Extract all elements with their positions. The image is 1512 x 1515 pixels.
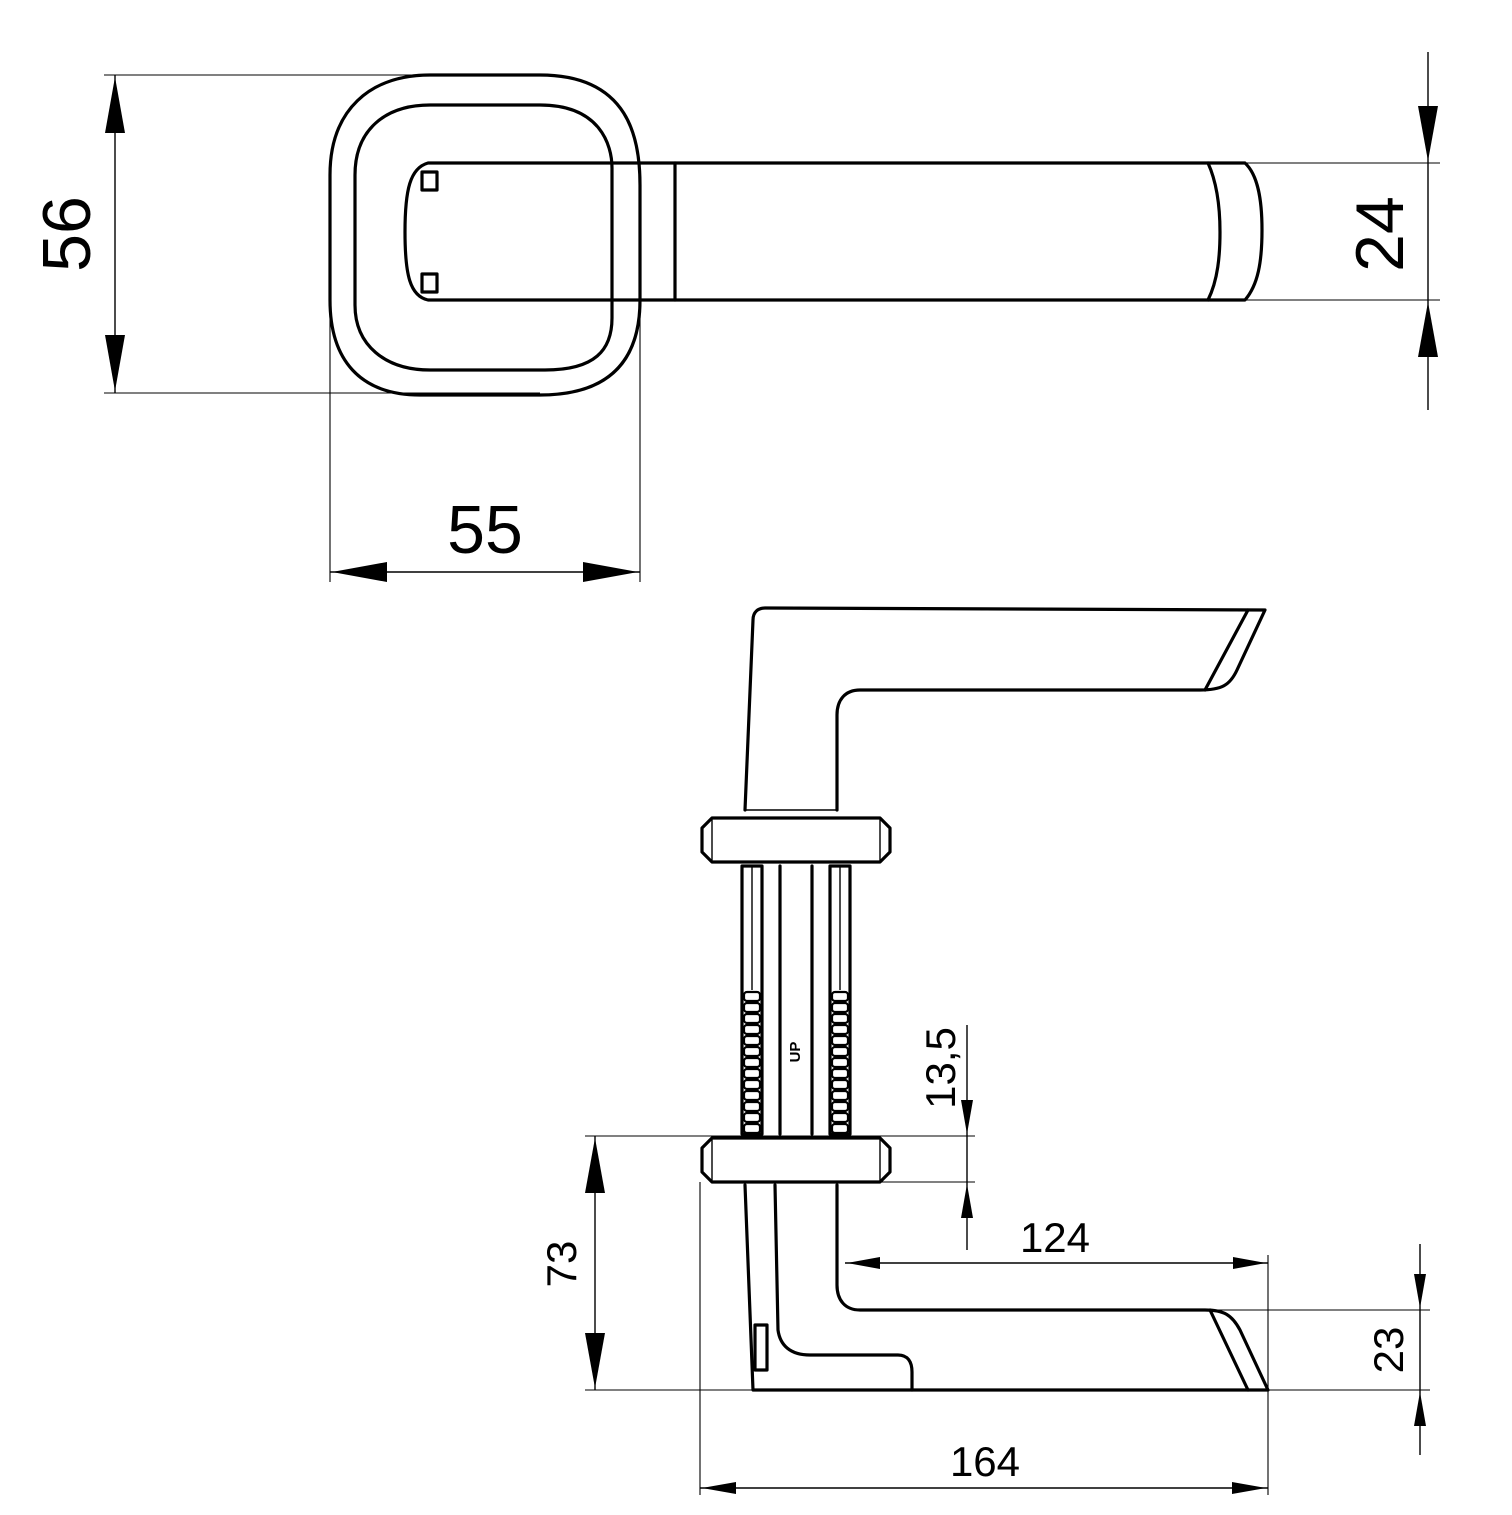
- spindle-bead: [830, 1089, 850, 1102]
- spindle-bead: [742, 1012, 762, 1025]
- spindle-bead: [830, 1045, 850, 1058]
- rose-inner-outline: [353, 103, 614, 372]
- spindle-bead: [742, 1078, 762, 1091]
- neck-notch-bottom: [420, 272, 439, 294]
- spindle-bead: [742, 990, 762, 1003]
- upper-lever-tip: [1203, 608, 1250, 692]
- dim-23-label: 23: [1365, 1327, 1412, 1374]
- dim-55-label: 55: [447, 492, 523, 568]
- spindle-bead: [742, 1100, 762, 1113]
- dim-56-label: 56: [29, 196, 105, 272]
- spindle-bead: [742, 1067, 762, 1080]
- spindle-bead: [742, 1034, 762, 1047]
- lower-lever-tip: [1208, 1308, 1250, 1392]
- spindle-bead: [830, 1100, 850, 1113]
- upper-rose: [700, 816, 892, 864]
- spindle-bead: [742, 1089, 762, 1102]
- lever-grip: [673, 161, 1264, 302]
- spindle-bead: [830, 1056, 850, 1069]
- spindle-bead: [830, 1001, 850, 1014]
- spindle-bead: [830, 1078, 850, 1091]
- lower-lever-slot: [753, 1323, 769, 1372]
- upper-lever: [743, 606, 1267, 812]
- neck-notch-top: [420, 170, 439, 192]
- dim-24-label: 24: [1342, 196, 1418, 272]
- side-view: UP 13,5 73 124 23: [538, 606, 1430, 1495]
- spindle-bead: [830, 1111, 850, 1124]
- spindle-bead: [830, 990, 850, 1003]
- lever-tip-seam: [1206, 161, 1222, 302]
- spindle-up-mark: UP: [787, 1042, 804, 1063]
- spindle-bead: [742, 1023, 762, 1036]
- spindle-bead: [742, 1045, 762, 1058]
- spindle-assembly: UP: [740, 864, 852, 1136]
- spindle-bead: [742, 1001, 762, 1014]
- spindle-beads-left: [742, 990, 762, 1135]
- dim-73-label: 73: [538, 1241, 585, 1288]
- top-view: 56 55 24: [29, 52, 1440, 582]
- spindle-bead: [742, 1056, 762, 1069]
- lever-neck: [403, 161, 677, 302]
- spindle-beads-right: [830, 990, 850, 1135]
- spindle-bead: [830, 1122, 850, 1135]
- dim-124-label: 124: [1020, 1214, 1090, 1261]
- rose-outer-outline: [328, 73, 642, 397]
- spindle-bead: [830, 1023, 850, 1036]
- lower-lever: [743, 1183, 1270, 1392]
- spindle-bead: [830, 1034, 850, 1047]
- dim-13-5-label: 13,5: [917, 1027, 964, 1109]
- spindle-bead: [830, 1067, 850, 1080]
- dim-164-label: 164: [950, 1438, 1020, 1485]
- lower-lever-inner-profile: [773, 1183, 914, 1392]
- spindle-bead: [742, 1122, 762, 1135]
- spindle-bead: [830, 1012, 850, 1025]
- lower-rose: [700, 1136, 892, 1184]
- spindle-bead: [742, 1111, 762, 1124]
